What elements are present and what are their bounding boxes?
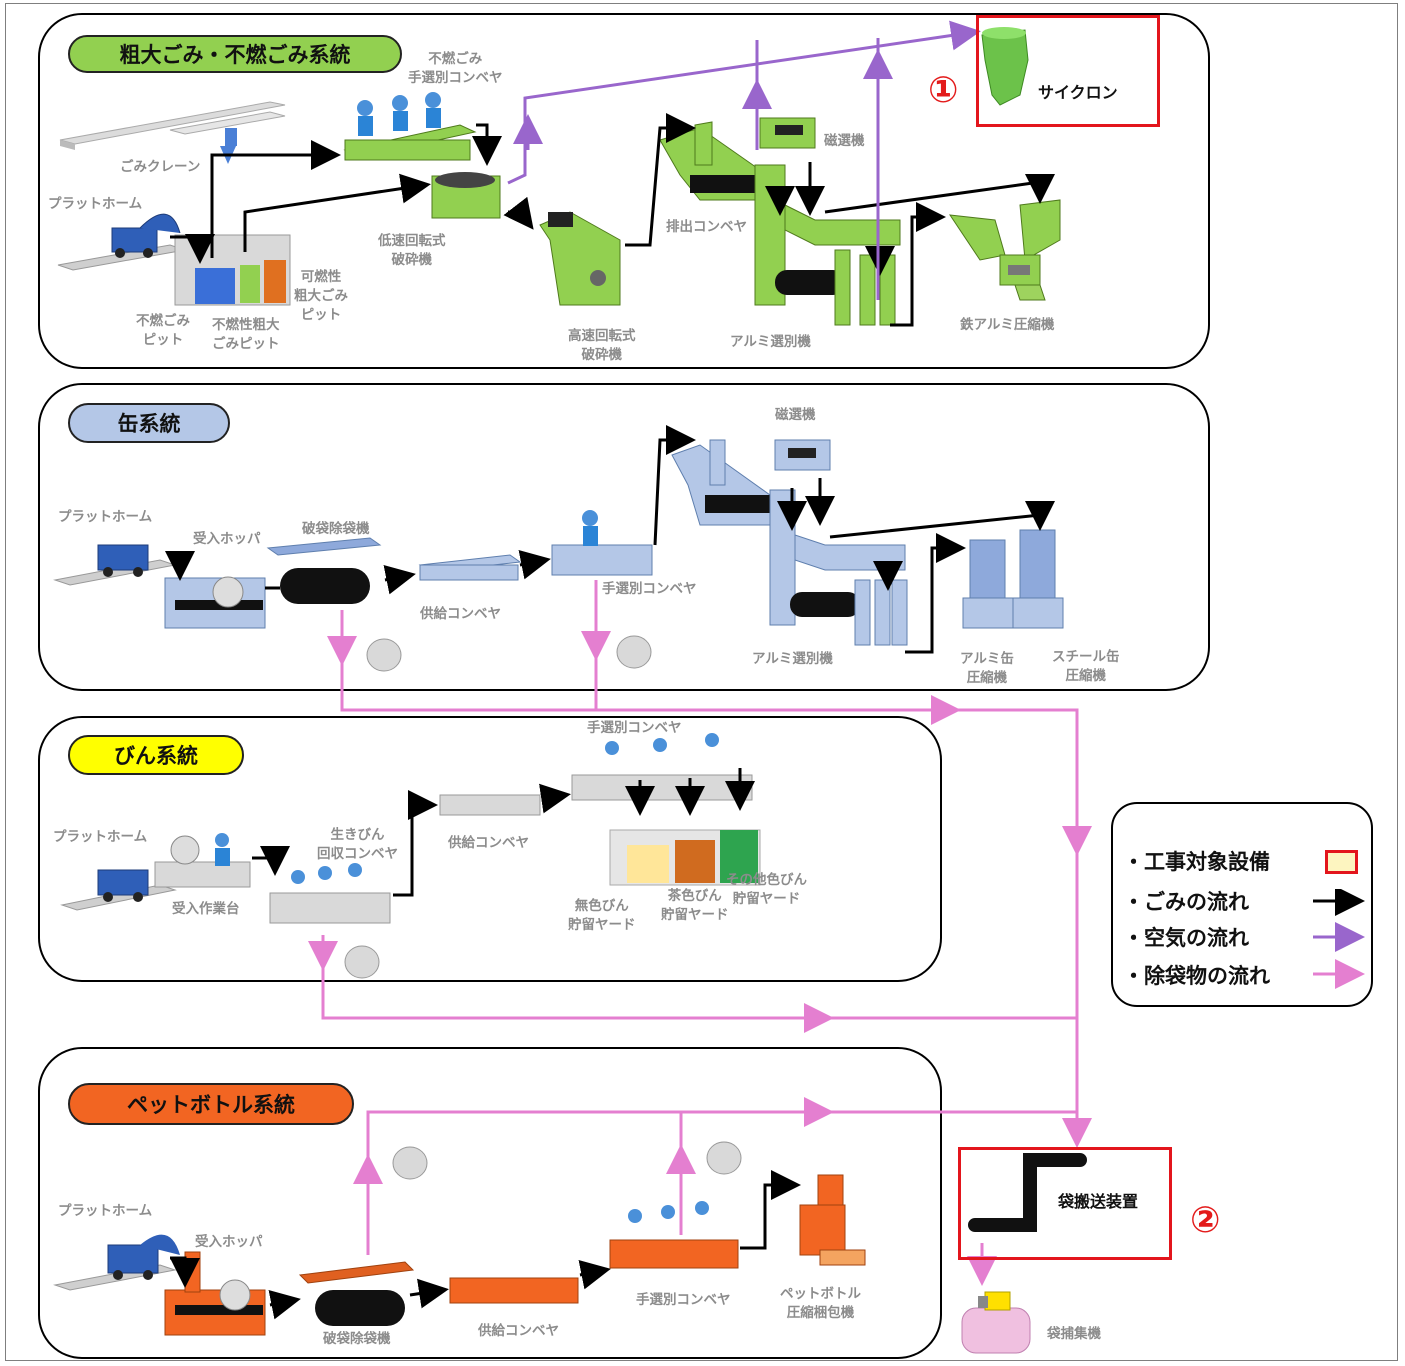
bag-conveyor-icon [968,1153,1087,1232]
can-equipment [53,439,1064,646]
truck-icon [97,544,149,577]
label-can-platform: プラットホーム [58,509,153,525]
label-hand-sort: 不燃ごみ 手選別コンベヤ [408,51,503,86]
label-burnable-bulky-pit: 可燃性 粗大ごみ ピット [294,269,348,323]
label-pet-feed: 供給コンベヤ [478,1323,559,1339]
label-high-speed: 高速回転式 破砕機 [568,328,636,363]
cyclone-target-box [976,15,1160,127]
label-brown: 茶色びん 貯留ヤード [661,888,729,923]
legend-item-bag-flow: ・除袋物の流れ [1123,964,1270,988]
label-reuse: 生きびん 回収コンベヤ [317,827,398,862]
label-bottle-platform: プラットホーム [53,829,148,845]
label-can-hopper: 受入ホッパ [193,531,261,547]
label-pet-platform: プラットホーム [58,1203,153,1219]
label-pet-press: ペットボトル 圧縮梱包機 [780,1286,861,1321]
label-can-magnetic: 磁選機 [775,407,816,423]
label-can-feed: 供給コンベヤ [420,606,501,622]
legend: ・工事対象設備 ・ごみの流れ ・空気の流れ ・除袋物の流れ [1111,802,1373,1007]
label-can-bag-breaker: 破袋除袋機 [302,521,370,537]
label-clear: 無色びん 貯留ヤード [568,898,636,933]
label-other: その他色びん 貯留ヤード [726,872,807,907]
truck-icon [107,1234,180,1280]
label-low-speed: 低速回転式 破砕機 [378,233,446,268]
garbage-bag-icon [219,1279,251,1311]
label-nonburn-bulky-pit: 不燃性粗大 ごみピット [212,317,280,352]
garbage-bag-icon [212,576,244,608]
label-collector: 袋捕集機 [1047,1326,1101,1342]
pet-equipment [53,1174,866,1336]
legend-target-swatch [1325,850,1358,874]
bag-collector-icon [961,1291,1031,1354]
bulky-system-title: 粗大ごみ・不燃ごみ系統 [68,35,402,73]
bag-conveyor-number: ② [1190,1200,1221,1241]
cyclone-icon [981,27,1029,106]
bulky-waste-flow [170,113,1055,327]
legend-item-target: ・工事対象設備 [1123,850,1270,874]
label-steel-press: スチール缶 圧縮機 [1052,649,1120,684]
label-pet-hopper: 受入ホッパ [195,1234,263,1250]
label-can-aluminum: アルミ選別機 [752,651,833,667]
label-crane: ごみクレーン [120,159,201,175]
label-platform: プラットホーム [48,196,143,212]
bag-flow [308,580,1092,1286]
garbage-bag-icon [170,835,200,865]
legend-arrows [1313,889,1365,989]
bottle-system-title: びん系統 [68,735,244,775]
worker-icons [357,92,441,136]
bulky-equipment [57,92,1061,326]
pet-waste-flow [170,1170,801,1320]
garbage-bag-icons [344,635,742,1180]
legend-item-waste-flow: ・ごみの流れ [1123,890,1249,914]
diagram-frame [5,3,1398,1361]
pet-system-title: ペットボトル系統 [68,1083,354,1125]
bottle-waste-flow [252,768,755,897]
truck-icon [111,213,181,258]
label-discharge: 排出コンベヤ [666,219,747,235]
label-al-press: アルミ缶 圧縮機 [960,651,1014,686]
bottle-equipment [60,733,761,924]
cyclone-number: ① [928,70,959,111]
can-waste-flow [165,425,1055,654]
air-flow [507,20,981,300]
bag-conveyor-label: 袋搬送装置 [1058,1192,1139,1211]
label-compressor: 鉄アルミ圧縮機 [960,317,1055,333]
truck-icon [97,869,149,902]
legend-item-air-flow: ・空気の流れ [1123,926,1249,950]
cyclone-label: サイクロン [1038,83,1118,102]
label-work-table: 受入作業台 [172,901,240,917]
label-bottle-hand-sort: 手選別コンベヤ [587,720,682,736]
label-aluminum: アルミ選別機 [730,334,811,350]
label-pet-hand-sort: 手選別コンベヤ [636,1292,731,1308]
label-pet-bag-breaker: 破袋除袋機 [323,1331,391,1347]
label-nonburn-pit: 不燃ごみ ピット [136,313,190,348]
can-system-title: 缶系統 [68,403,230,443]
label-bottle-feed: 供給コンベヤ [448,835,529,851]
label-can-hand-sort: 手選別コンベヤ [602,581,697,597]
label-magnetic: 磁選機 [824,133,865,149]
crane-grab-icon [225,128,237,146]
bag-conveyor-target-box [958,1147,1172,1260]
